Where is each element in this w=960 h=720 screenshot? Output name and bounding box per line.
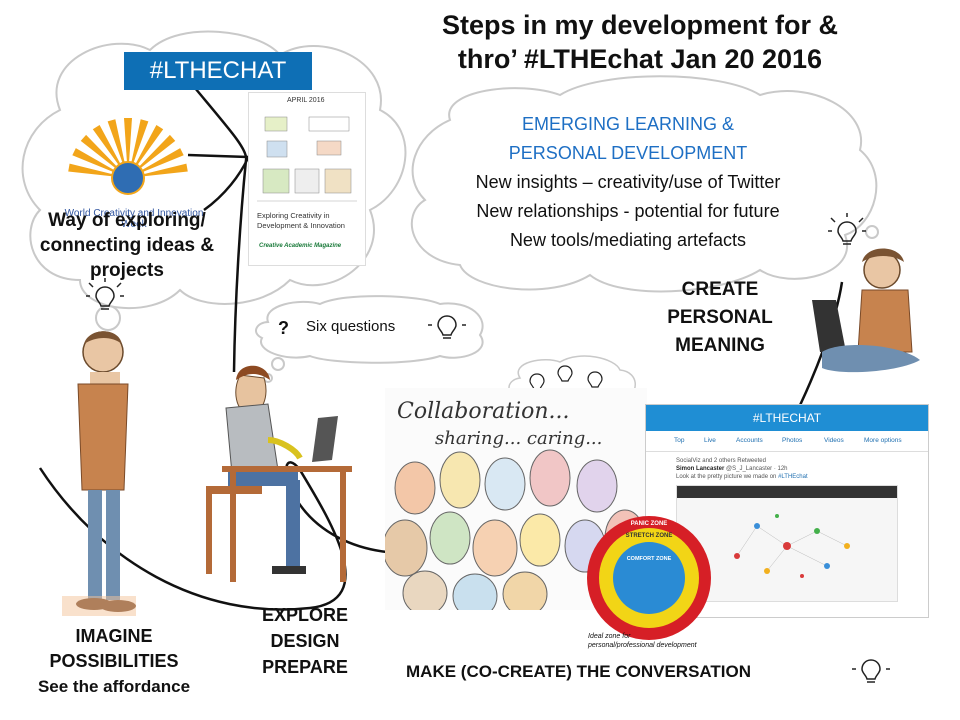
make-conversation-text: MAKE (CO-CREATE) THE CONVERSATION (406, 662, 752, 681)
retweet-note: SocialViz and 2 others Retweeted (676, 458, 766, 464)
question-mark: ? (278, 318, 289, 338)
person-imagining (62, 331, 136, 616)
magazine-subtitle: Exploring Creativity in Development & In… (257, 211, 345, 230)
magazine-name: Creative Academic Magazine (259, 243, 342, 249)
tweet-author: Simon Lancaster (676, 466, 725, 472)
tweet-handle: @S_J_Lancaster · 12h (726, 466, 788, 472)
person-exploring (206, 365, 352, 582)
imagine-line-1: IMAGINE (75, 626, 153, 646)
hashtag-badge: #LTHECHAT (124, 52, 312, 90)
create-line-3: MEANING (675, 335, 765, 356)
twitter-tab: Videos (824, 437, 844, 444)
twitter-tab: More options (864, 437, 902, 444)
wciw-caption: World Creativity and Innovation Week (64, 208, 204, 230)
title-line-1: Steps in my development for & (441, 10, 839, 40)
explore-line-3: PREPARE (262, 657, 348, 677)
emerging-heading-1: EMERGING LEARNING & (521, 114, 735, 134)
emerging-line-1: New insights – creativity/use of Twitter (475, 172, 781, 192)
magazine-thumbnail: APRIL 2016 Exploring Creativity in Devel… (248, 92, 366, 266)
six-questions-cloud (255, 295, 484, 364)
network-graph (677, 486, 897, 578)
explore-line-2: DESIGN (270, 631, 340, 651)
lightbulb-icon (828, 213, 866, 245)
explore-design-prepare: EXPLORE DESIGN PREPARE (250, 602, 360, 680)
twitter-tab: Live (704, 437, 716, 444)
imagine-possibilities: IMAGINE POSSIBILITIES See the affordance (14, 624, 214, 699)
magazine-date: APRIL 2016 (287, 97, 325, 104)
imagine-line-2: POSSIBILITIES (49, 651, 179, 671)
create-meaning-text: CREATE PERSONAL MEANING (650, 276, 790, 360)
imagine-line-3: See the affordance (37, 677, 191, 696)
way-line-2: connecting ideas & (39, 235, 215, 256)
collab-line-1: Collaboration... (397, 399, 570, 424)
emerging-learning-text: EMERGING LEARNING & PERSONAL DEVELOPMENT… (418, 110, 838, 255)
connector-caption (203, 157, 250, 212)
lightbulb-icon (428, 315, 466, 339)
tweet-text: Look at the pretty picture we made on (676, 474, 777, 480)
connector-badge-to-laptop (194, 87, 248, 373)
page-title: Steps in my development for & thro’ #LTH… (360, 8, 920, 76)
emerging-line-2: New relationships - potential for future (476, 201, 780, 221)
way-line-1: Way of exploring/ (48, 210, 206, 231)
wciw-sun-logo (68, 118, 188, 195)
collab-line-2: sharing... caring... (435, 428, 602, 449)
create-line-2: PERSONAL (667, 307, 773, 328)
network-graph-image (676, 485, 898, 602)
emerging-line-3: New tools/mediating artefacts (509, 230, 747, 250)
zone-caption: Ideal zone for personal/professional dev… (588, 633, 697, 649)
way-of-exploring-text: Way of exploring/ connecting ideas & pro… (22, 208, 232, 283)
emerging-heading-2: PERSONAL DEVELOPMENT (508, 143, 748, 163)
lightbulb-icon (86, 278, 124, 310)
comfort-zone-diagram: PANIC ZONE STRETCH ZONE COMFORT ZONE (587, 516, 711, 640)
six-questions-label: Six questions (306, 318, 396, 335)
comfort-zone-label: COMFORT ZONE (627, 556, 672, 562)
explore-line-1: EXPLORE (261, 605, 349, 625)
create-line-1: CREATE (681, 279, 759, 300)
twitter-tabs: Top Live Accounts Photos Videos More opt… (646, 431, 928, 452)
tweet: SocialViz and 2 others Retweeted Simon L… (676, 457, 876, 481)
way-line-3: projects (90, 260, 164, 281)
magazine-illustration (257, 116, 357, 202)
twitter-tab: Top (674, 437, 685, 444)
right-thought-cloud (410, 75, 878, 293)
tweet-link: #LTHEchat (778, 474, 808, 480)
twitter-tab: Accounts (736, 437, 763, 444)
stretch-zone-label: STRETCH ZONE (626, 533, 673, 539)
thought-bubble-right (865, 225, 879, 239)
thought-bubble-six-a (271, 357, 285, 371)
lightbulb-icon (557, 365, 573, 382)
twitter-header: #LTHECHAT (646, 405, 928, 431)
connector-logo (187, 153, 249, 159)
title-line-2: thro’ #LTHEchat Jan 20 2016 (457, 44, 823, 74)
lightbulb-icon (852, 659, 890, 683)
lightbulb-icon (587, 371, 603, 388)
twitter-tab: Photos (782, 437, 803, 444)
panic-zone-label: PANIC ZONE (631, 521, 668, 527)
person-creating-meaning (812, 248, 920, 373)
